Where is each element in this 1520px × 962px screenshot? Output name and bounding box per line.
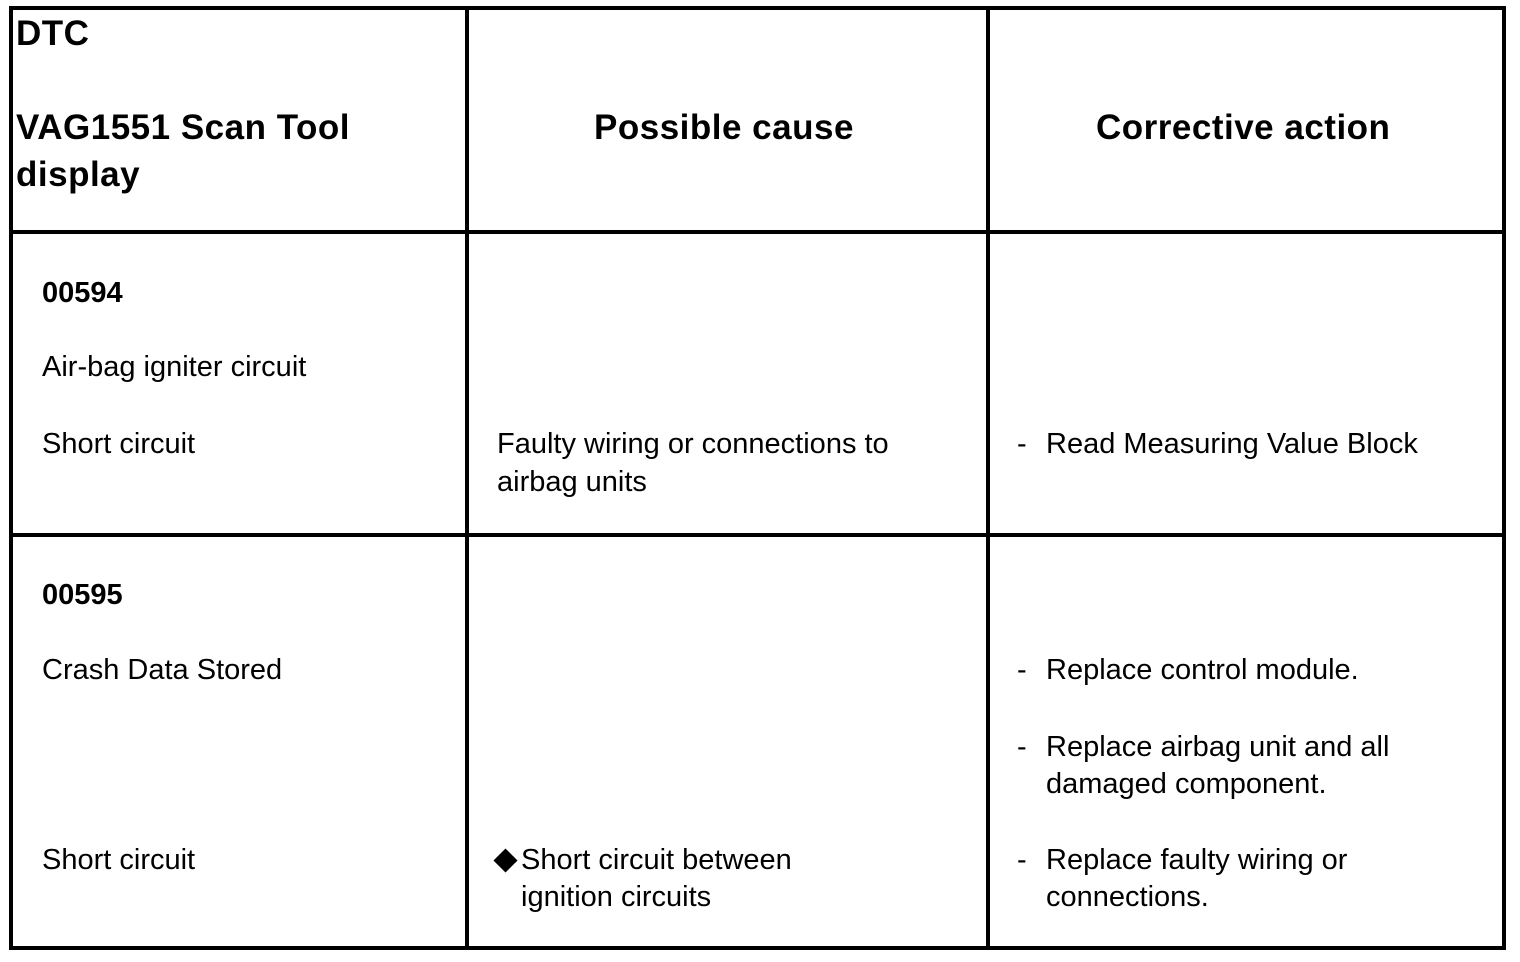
action-text: Replace control module. xyxy=(1046,654,1359,686)
action-text-continued: damaged component. xyxy=(1046,768,1327,800)
cause-line-1: Faulty wiring or connections to xyxy=(497,428,889,460)
column-divider-1 xyxy=(465,10,469,946)
cause-line-2: ignition circuits xyxy=(521,881,712,913)
dtc-fault: Short circuit xyxy=(42,844,196,876)
dtc-code: 00595 xyxy=(42,579,123,611)
cause-line-1: Short circuit between xyxy=(521,844,792,876)
dtc-code: 00594 xyxy=(42,277,123,309)
header-possible-cause: Possible cause xyxy=(594,108,854,147)
dtc-description: Crash Data Stored xyxy=(42,654,283,686)
action-text: Replace faulty wiring or xyxy=(1046,844,1348,876)
action-text: Read Measuring Value Block xyxy=(1046,428,1418,460)
column-divider-2 xyxy=(986,10,990,946)
cause-line-2: airbag units xyxy=(497,466,647,498)
header-dtc: DTC xyxy=(16,14,90,53)
diamond-bullet-icon xyxy=(493,848,518,873)
dtc-description: Air-bag igniter circuit xyxy=(42,351,307,383)
header-display: display xyxy=(16,155,141,194)
dtc-fault: Short circuit xyxy=(42,428,196,460)
action-bullet: - xyxy=(1017,428,1027,460)
action-text-continued: connections. xyxy=(1046,881,1209,913)
row-divider-2 xyxy=(13,533,1502,537)
header-scan-tool: VAG1551 Scan Tool xyxy=(16,108,350,147)
action-bullet: - xyxy=(1017,844,1027,876)
action-bullet: - xyxy=(1017,731,1027,763)
dtc-table: DTC VAG1551 Scan Tool display Possible c… xyxy=(9,6,1506,950)
header-corrective-action: Corrective action xyxy=(1096,108,1391,147)
action-bullet: - xyxy=(1017,654,1027,686)
action-text: Replace airbag unit and all xyxy=(1046,731,1390,763)
row-divider-1 xyxy=(13,230,1502,234)
